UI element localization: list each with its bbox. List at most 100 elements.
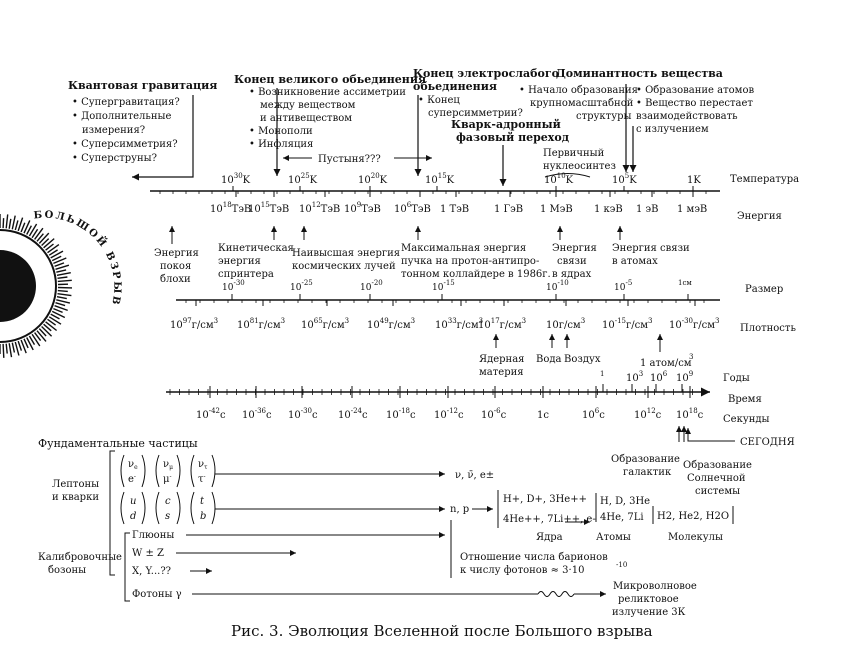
svg-text:• Супергравитация?: • Супергравитация? [72,97,180,108]
svg-text:фазовый переход: фазовый переход [456,131,569,144]
ray [18,341,21,351]
svg-text:покоя: покоя [160,261,191,272]
svg-text:e-: e- [128,473,136,485]
svg-text:между веществом: между веществом [260,100,356,111]
ray [15,342,19,356]
time-tick: 106c [582,407,605,421]
density-tick: 1049г/см3 [367,317,415,331]
desert-annotation: Пустыня??? [283,154,432,165]
size-tick: 1см [678,279,692,287]
svg-text:μ-: μ- [163,473,172,485]
svg-text:и антивеществом: и антивеществом [260,113,352,124]
svg-text:в атомах: в атомах [612,256,658,267]
year-tick: 106 [650,370,668,384]
time-label: Время [728,394,762,405]
svg-text:Кварк-адронный: Кварк-адронный [451,118,561,131]
ray [56,303,66,306]
svg-text:Энергия: Энергия [552,243,597,254]
ray [58,280,72,281]
year-tick: 1 [600,370,604,378]
svg-text:• Инфляция: • Инфляция [249,139,313,150]
density-tick: 1097г/см3 [170,317,218,331]
ray [35,228,43,239]
ray [44,239,55,248]
ray [56,270,66,272]
quarks-output: n, p [450,504,469,515]
svg-text:обьединения: обьединения [413,80,497,93]
ray [21,223,25,232]
big-bang-emblem: БОЛЬШОЙ ВЗРЫВ [0,210,122,358]
svg-text:Энергия связи: Энергия связи [612,243,690,254]
wz-label: W ± Z [132,548,164,559]
particles-title: Фундаментальные частицы [38,437,198,450]
time-tick: 10-12c [434,407,464,421]
ray [6,344,7,354]
ray [46,322,57,331]
ray [57,273,71,276]
svg-text:Первичный: Первичный [543,148,605,159]
ray [55,263,64,266]
nucleosynthesis-group: Первичный нуклеосинтез [543,148,616,177]
density-tick: 1065г/см3 [301,317,349,331]
svg-text:Наивысшая энергия: Наивысшая энергия [292,248,400,259]
svg-text:• Вещество перестает: • Вещество перестает [636,98,753,109]
svg-text:Калибровочные: Калибровочные [38,552,122,563]
svg-text:Кинетическая: Кинетическая [218,243,294,254]
ray [58,291,68,292]
temperature-tick: 1020K [358,172,388,186]
svg-text:крупномасштабной: крупномасштабной [530,98,634,109]
density-notes: Ядерная материя Вода Воздух 1 атом/см 3 [479,334,693,378]
svg-text:Доминантность вещества: Доминантность вещества [556,67,723,80]
year-tick: 109 [676,370,693,384]
temperature-tick: 1030K [221,172,251,186]
quantum-gravity-title: Квантовая гравитация [68,79,217,92]
size-tick: 10-20 [360,279,383,293]
xy-label: X, Y...?? [132,566,171,577]
svg-text:• Возникновение ассиметрии: • Возникновение ассиметрии [249,87,406,98]
svg-text:Молекулы: Молекулы [668,532,723,543]
svg-text:Солнечной: Солнечной [687,473,746,484]
atoms-bottom: 4He, 7Li [600,512,644,523]
energy-tick: 1012ТэВ [299,201,340,215]
density-tick: 10г/см3 [546,317,585,331]
ray [57,297,67,299]
ray [39,233,49,243]
ray [49,317,61,324]
svg-text:взаимодействовать: взаимодействовать [636,111,738,122]
svg-text:ντ: ντ [198,459,208,471]
size-label: Размер [745,284,783,295]
svg-text:Ядра: Ядра [536,532,563,543]
svg-text:• Монополи: • Монополи [249,126,313,137]
energy-notes: Энергия покоя блохи Кинетическая энергия… [154,226,690,285]
svg-text:u: u [130,496,136,507]
size-tick: 10-25 [290,279,313,293]
svg-text:s: s [165,511,170,522]
density-label: Плотность [740,323,796,334]
ratio-line1: Отношение числа барионов [460,552,608,563]
svg-text:• Суперсимметрия?: • Суперсимметрия? [72,139,178,150]
temperature-tick: 1025K [288,172,318,186]
photons-label: Фотоны γ [132,589,182,600]
atoms-top: H, D, 3He [600,496,650,507]
ray [56,300,70,303]
ray [9,219,11,229]
energy-tick: 1 кэВ [594,204,623,215]
svg-text:Максимальная энергия: Максимальная энергия [401,243,526,254]
today-label: СЕГОДНЯ [740,437,795,448]
svg-text:бозоны: бозоны [48,565,86,576]
svg-text:3: 3 [689,353,693,361]
svg-text:Микроволновое: Микроволновое [613,581,697,592]
energy-tick: 106ТэВ [394,201,431,215]
ray [29,224,36,236]
ray [12,343,14,353]
svg-text:Лептоны: Лептоны [52,479,99,490]
svg-text:системы: системы [695,486,740,497]
lepton-doublet: νee- [121,455,145,487]
time-tick: 1c [537,410,549,421]
energy-tick: 1018ТэВ [210,201,251,215]
svg-text:излучение 3К: излучение 3К [612,607,686,618]
svg-text:c: c [165,496,171,507]
ray [6,214,8,228]
molecules-formula: H2, He2, H2O [657,511,729,522]
